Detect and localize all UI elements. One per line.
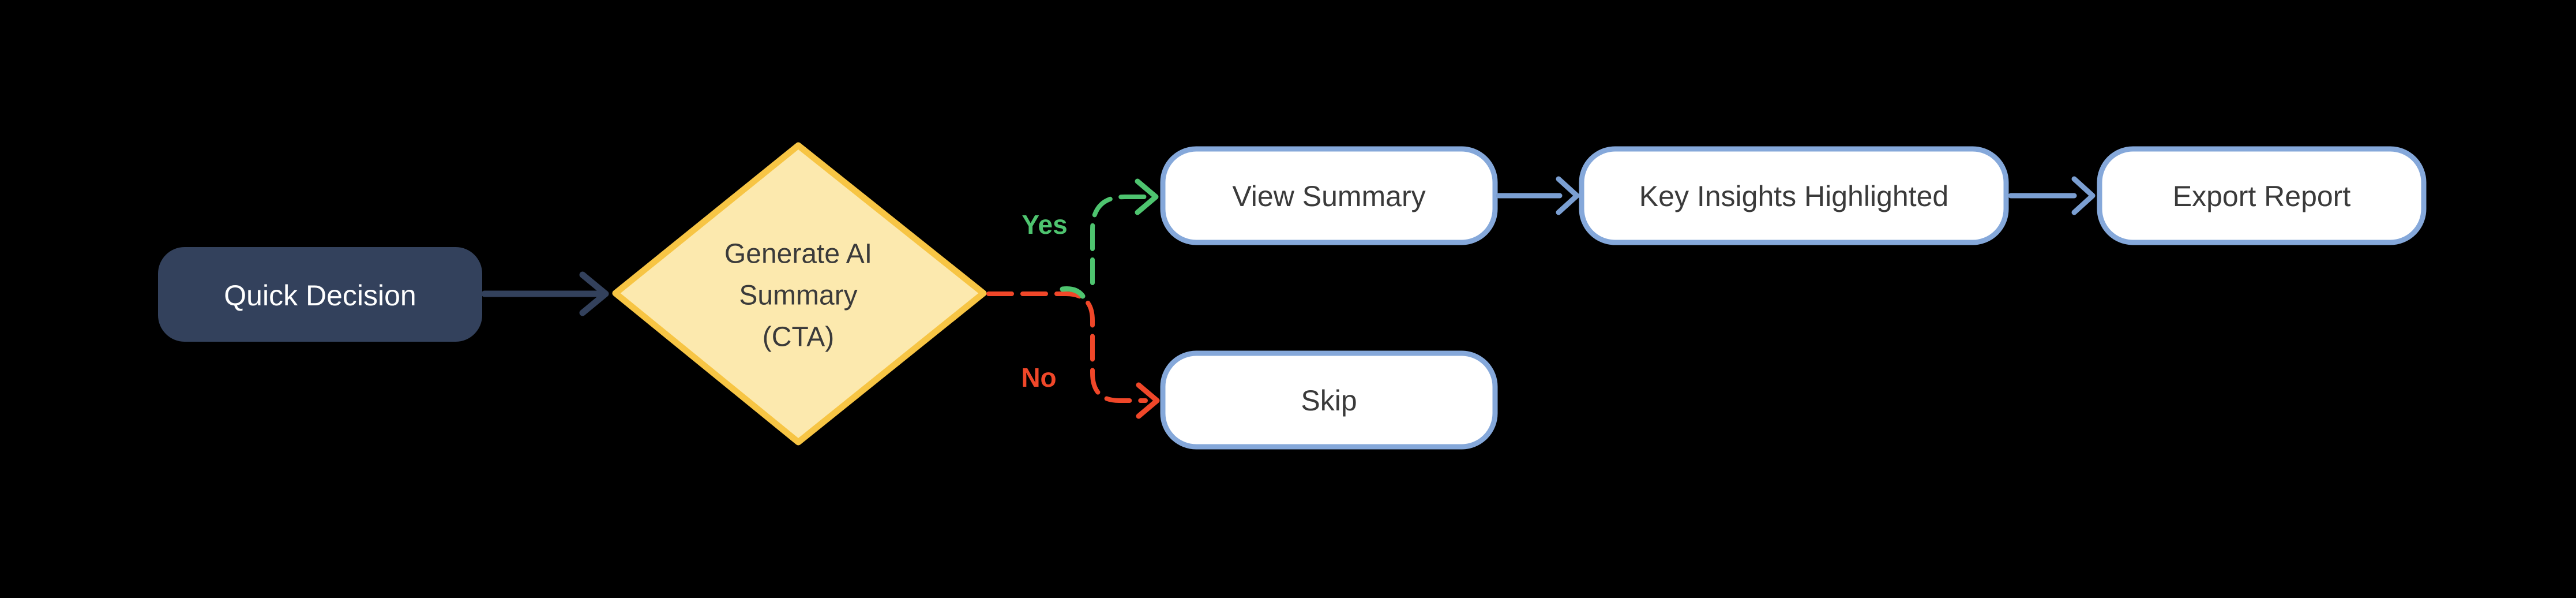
edge-decision-no-line (986, 291, 1148, 403)
edge-insights-to-export-arrowhead-icon (2071, 176, 2096, 215)
export-report-node: Export Report (2097, 146, 2427, 245)
edge-decision-no-arrowhead-icon (1136, 382, 1160, 419)
edge-view-to-insights-arrowhead-icon (1556, 176, 1580, 215)
edge-label-yes: Yes (1022, 210, 1067, 240)
edge-decision-yes-line (1090, 195, 1148, 285)
view-summary-node: View Summary (1160, 146, 1498, 245)
decision-node-shape (612, 142, 987, 446)
key-insights-node-shape (1579, 146, 2009, 245)
start-node-shape (158, 247, 482, 342)
decision-node-label-line1: Generate AI (724, 239, 872, 270)
key-insights-node-label: Key Insights Highlighted (1639, 180, 1948, 212)
skip-node-label: Skip (1301, 384, 1357, 417)
edge-decision-no: No (986, 291, 1160, 419)
edge-decision-yes: Yes (1022, 178, 1159, 299)
key-insights-node: Key Insights Highlighted (1579, 146, 2009, 245)
decision-node-label-line2: Summary (739, 281, 857, 311)
decision-node-label-line3: (CTA) (763, 322, 834, 353)
edge-decision-yes-arrowhead-icon (1135, 178, 1159, 215)
export-report-node-label: Export Report (2173, 180, 2351, 212)
start-node-label: Quick Decision (224, 279, 416, 312)
edge-view-to-insights (1496, 176, 1580, 215)
edge-start-to-decision-arrowhead-icon (579, 271, 609, 316)
skip-node-shape (1160, 350, 1498, 450)
decision-node: Generate AI Summary (CTA) (612, 142, 987, 446)
edge-insights-to-export (2008, 176, 2096, 215)
export-report-node-shape (2097, 146, 2427, 245)
edge-start-to-decision (481, 271, 609, 316)
edge-label-no: No (1021, 362, 1056, 393)
view-summary-node-label: View Summary (1232, 180, 1425, 212)
view-summary-node-shape (1160, 146, 1498, 245)
edge-decision-yes-start-tick (1060, 286, 1086, 299)
skip-node: Skip (1160, 350, 1498, 450)
start-node: Quick Decision (158, 247, 482, 342)
